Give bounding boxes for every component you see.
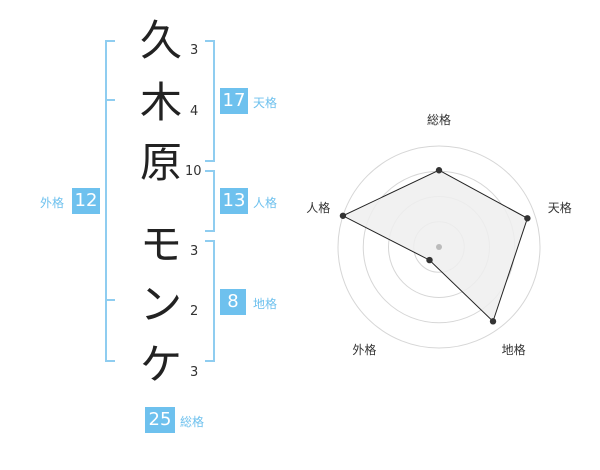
tenkaku-value: 17 [220, 88, 248, 114]
stroke-count-4: 3 [190, 244, 199, 259]
tenkaku-label: 天格 [253, 96, 278, 110]
chikaku-label: 地格 [253, 297, 278, 311]
stroke-count-6: 3 [190, 365, 199, 380]
radar-axis-label-1: 総格 [426, 113, 451, 127]
tenkaku-bracket [205, 40, 215, 162]
radar-axis-label-3: 地格 [501, 342, 526, 357]
stroke-count-2: 4 [190, 104, 199, 119]
gaikaku-value: 12 [72, 188, 100, 214]
radar-point-1 [435, 167, 443, 174]
gaikaku-label: 外格 [40, 196, 65, 210]
radar-axis-label-4: 外格 [352, 342, 377, 357]
radar-area [341, 169, 529, 323]
radar-axis-label-2: 天格 [547, 200, 572, 215]
surname-char-2: 木 [139, 78, 182, 127]
radar-ring-4 [337, 145, 541, 349]
surname-char-1: 久 [139, 16, 182, 65]
stroke-count-1: 3 [190, 43, 199, 58]
given-char-2: ン [139, 280, 182, 329]
chikaku-bracket [205, 240, 215, 362]
stroke-count-3: 10 [185, 164, 202, 179]
gaikaku-bracket [105, 40, 115, 362]
jinkaku-value: 13 [220, 188, 248, 214]
radar-point-4 [426, 256, 433, 264]
jinkaku-bracket [205, 170, 215, 232]
surname-char-3: 原 [139, 138, 182, 187]
given-char-3: ケ [139, 340, 182, 389]
gaikaku-bracket-tick-1 [105, 99, 115, 101]
radar-center [436, 244, 442, 250]
chikaku-value: 8 [220, 289, 246, 315]
radar-axis-label-5: 人格 [306, 200, 331, 215]
given-char-1: モ [139, 220, 182, 269]
jinkaku-label: 人格 [253, 196, 278, 210]
gaikaku-bracket-tick-2 [105, 299, 115, 301]
soukaku-value: 25 [145, 407, 175, 433]
radar-point-3 [489, 318, 497, 325]
stroke-count-5: 2 [190, 304, 199, 319]
radar-point-5 [339, 212, 347, 219]
soukaku-label: 総格 [180, 415, 205, 429]
radar-point-2 [524, 215, 531, 222]
